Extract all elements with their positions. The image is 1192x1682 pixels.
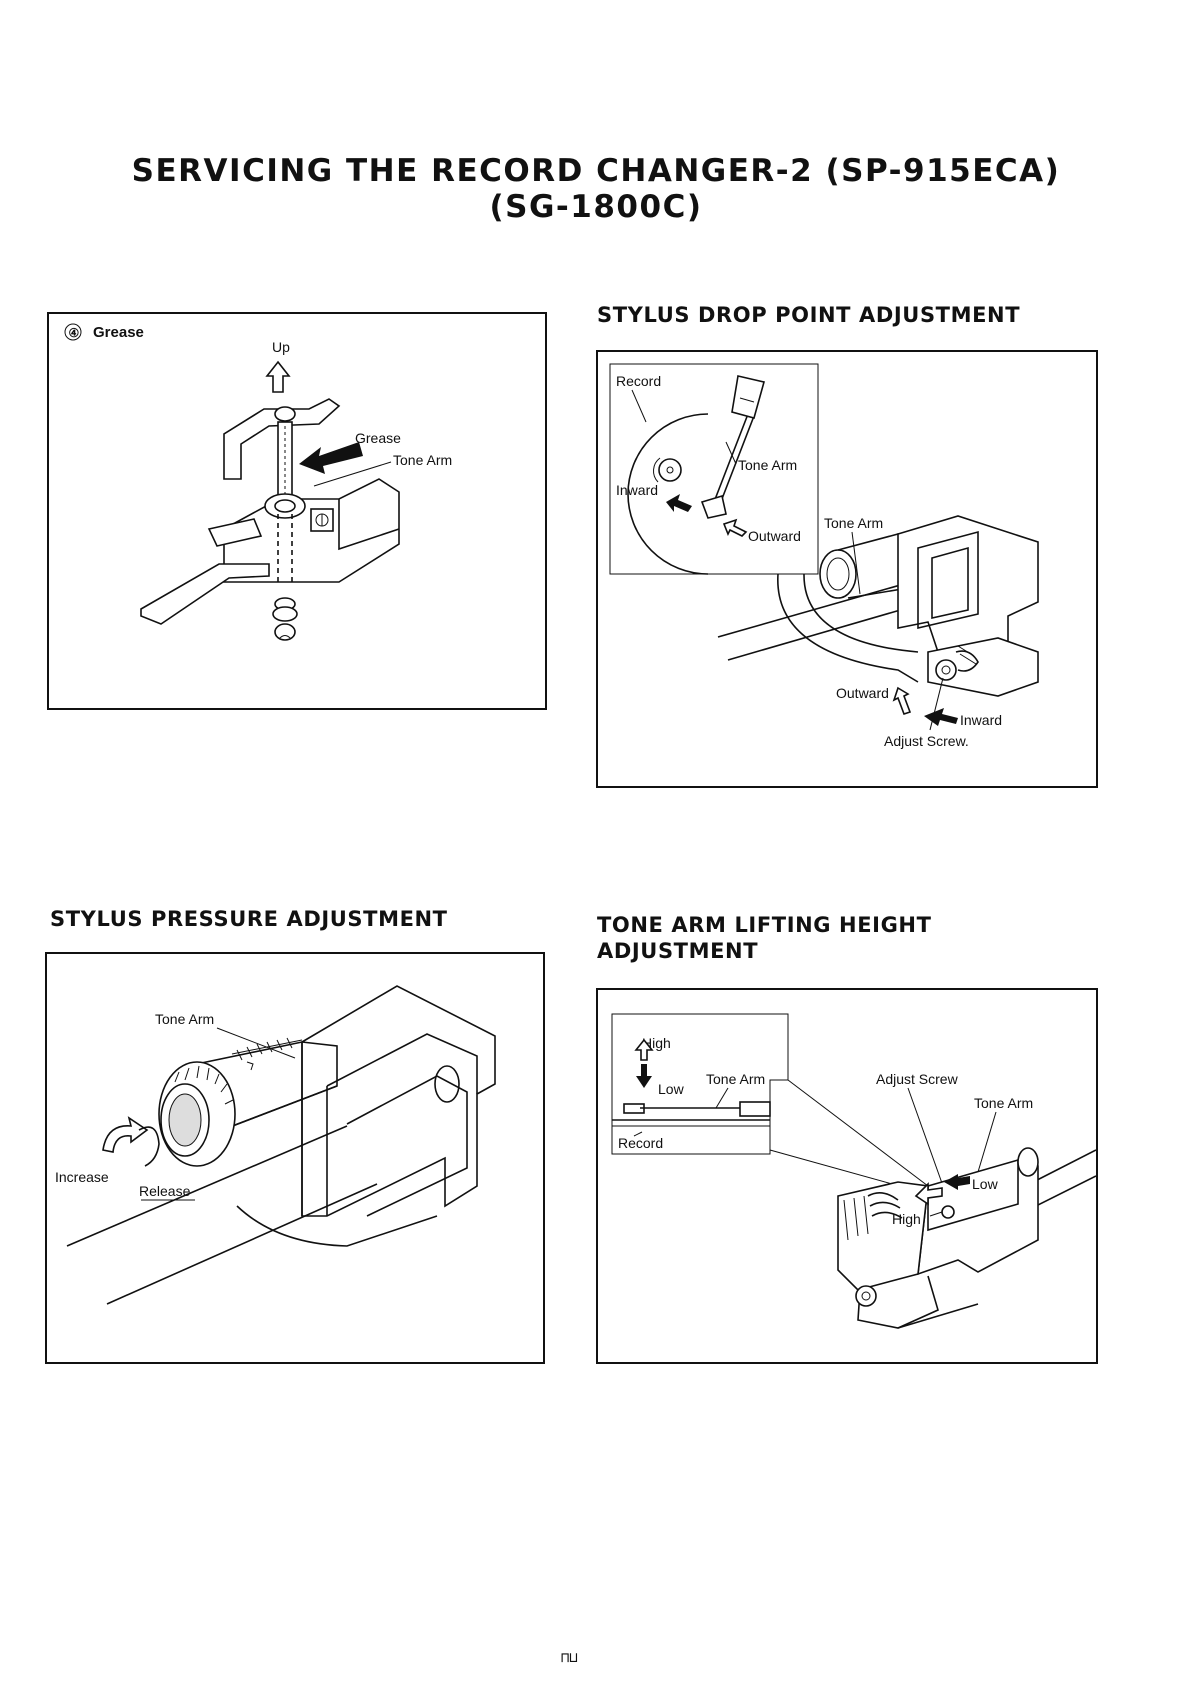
page-footer-mark: ⊓⊔	[561, 1650, 578, 1666]
outward-inset-arrow-icon	[722, 518, 748, 537]
stylus-drop-illustration: Record Inward Tone Arm Outward Tone Arm	[609, 363, 1039, 749]
low-label: Low	[972, 1176, 999, 1192]
grease-figure: ④ Grease Up Grease Tone Arm	[47, 312, 547, 710]
grease-arrow-icon	[299, 442, 363, 474]
up-arrow-icon	[634, 1038, 654, 1061]
step-number: ④	[69, 326, 80, 340]
stylus-drop-figure: Record Inward Tone Arm Outward Tone Arm	[596, 350, 1098, 788]
page-title-line2: (SG-1800C)	[489, 189, 703, 225]
outward-label: Outward	[836, 685, 889, 701]
grease-label: Grease	[93, 324, 144, 341]
inward-arrow-icon	[924, 708, 958, 726]
lift-height-figure: High Low Tone Arm Record Adjust Screw To…	[596, 988, 1098, 1364]
tone-arm-inset-label: Tone Arm	[706, 1071, 765, 1087]
adjust-screw-label: Adjust Screw.	[884, 733, 969, 749]
record-label: Record	[618, 1135, 663, 1151]
increase-label: Increase	[55, 1169, 109, 1185]
high-arrow-icon	[914, 1182, 943, 1206]
inward-arrow-icon	[666, 494, 692, 512]
tone-arm-label: Tone Arm	[824, 515, 883, 531]
down-arrow-icon	[636, 1076, 652, 1088]
grease-pointer-label: Grease	[355, 430, 401, 446]
outward-arrow-icon	[892, 686, 912, 716]
inward-inset-label: Inward	[616, 482, 658, 498]
release-label: Release	[139, 1183, 191, 1199]
heading-stylus-drop: STYLUS DROP POINT ADJUSTMENT	[597, 303, 1021, 327]
step-number-circle	[64, 323, 82, 341]
record-label: Record	[616, 373, 661, 389]
increase-arrow-icon	[102, 1116, 149, 1153]
low-arrow-icon	[944, 1174, 970, 1190]
tone-arm-inset-label: Tone Arm	[738, 457, 797, 473]
tone-arm-label: Tone Arm	[393, 452, 452, 468]
outward-inset-label: Outward	[748, 528, 801, 544]
heading-lift-line2: ADJUSTMENT	[597, 939, 759, 963]
grease-illustration: ④ Grease Up Grease Tone Arm	[64, 323, 452, 641]
stylus-pressure-illustration: Tone Arm In	[55, 985, 496, 1305]
tone-arm-label: Tone Arm	[974, 1095, 1033, 1111]
up-label: Up	[272, 339, 290, 355]
lift-adjust-screw	[941, 1205, 955, 1219]
lift-inset-box	[611, 1013, 789, 1155]
heading-stylus-pressure: STYLUS PRESSURE ADJUSTMENT	[50, 907, 448, 931]
stylus-pressure-figure: Tone Arm In	[45, 952, 545, 1364]
inward-label: Inward	[960, 712, 1002, 728]
lift-height-illustration: High Low Tone Arm Record Adjust Screw To…	[611, 1013, 1096, 1329]
heading-lift-line1: TONE ARM LIFTING HEIGHT	[597, 913, 932, 937]
up-arrow-icon	[265, 360, 291, 393]
low-inset-label: Low	[658, 1081, 685, 1097]
page-title-line1: SERVICING THE RECORD CHANGER-2 (SP-915EC…	[131, 153, 1061, 189]
record-inset-box	[609, 363, 819, 575]
adjust-screw-label: Adjust Screw	[876, 1071, 959, 1087]
tone-arm-label: Tone Arm	[155, 1011, 214, 1027]
high-label: High	[892, 1211, 921, 1227]
